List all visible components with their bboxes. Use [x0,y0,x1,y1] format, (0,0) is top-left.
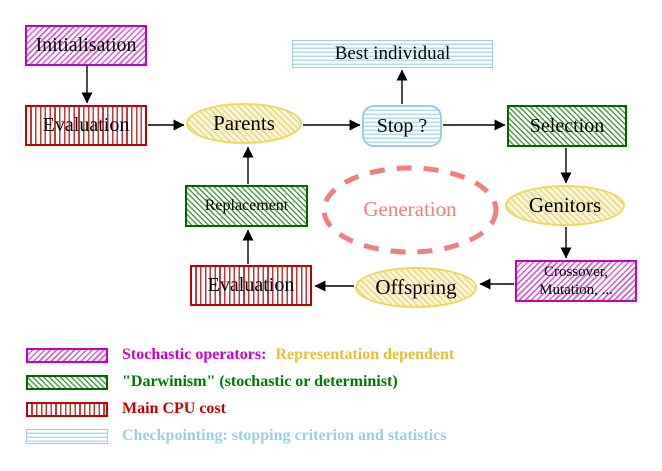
node-selection: Selection [507,105,627,147]
node-genitors: Genitors [505,185,625,226]
legend-label-representation-dependent: Representation dependent [275,346,455,363]
legend-swatch-magenta-hatch [26,347,108,363]
node-stop-label: Stop ? [376,114,428,137]
flow-arrows [81,66,572,292]
node-initialisation: Initialisation [25,25,147,66]
node-crossover-label: Crossover, [544,264,608,280]
legend-swatch-green-hatch [26,374,108,390]
legend-label-darwinism: "Darwinism" (stochastic or determinist) [122,373,398,390]
node-replacement: Replacement [185,185,308,227]
node-evaluation-bottom-label: Evaluation [207,274,295,296]
legend-row-checkpointing: Checkpointing: stopping criterion and st… [26,427,446,445]
legend-swatch-red-vlines [26,401,108,417]
node-stop: Stop ? [362,105,442,147]
node-initialisation-label: Initialisation [35,34,137,56]
node-crossover-mutation: Crossover, Mutation, ... [515,260,637,302]
legend-row-cpu-cost: Main CPU cost [26,400,226,418]
generation-cycle-label: Generation [363,197,457,221]
node-evaluation-bottom: Evaluation [190,265,312,306]
legend-swatch-blue-hlines [26,428,108,444]
node-parents: Parents [186,103,302,144]
node-selection-label: Selection [529,114,605,137]
legend-row-stochastic: Stochastic operators: Representation dep… [26,346,454,364]
legend-label-checkpointing: Checkpointing: stopping criterion and st… [122,427,447,444]
node-offspring: Offspring [355,267,477,308]
node-evaluation-top: Evaluation [25,105,147,146]
node-replacement-label: Replacement [204,197,289,214]
legend-label-stochastic-operators: Stochastic operators: [122,346,267,363]
node-best-individual: Best individual [292,40,493,68]
node-offspring-label: Offspring [375,275,457,299]
legend-label-main-cpu-cost: Main CPU cost [122,400,226,417]
node-parents-label: Parents [213,111,275,135]
legend-row-darwinism: "Darwinism" (stochastic or determinist) [26,373,398,391]
node-genitors-label: Genitors [528,193,602,217]
node-evaluation-top-label: Evaluation [42,114,130,136]
node-best-individual-label: Best individual [334,43,451,64]
node-mutation-label: Mutation, ... [539,282,613,298]
